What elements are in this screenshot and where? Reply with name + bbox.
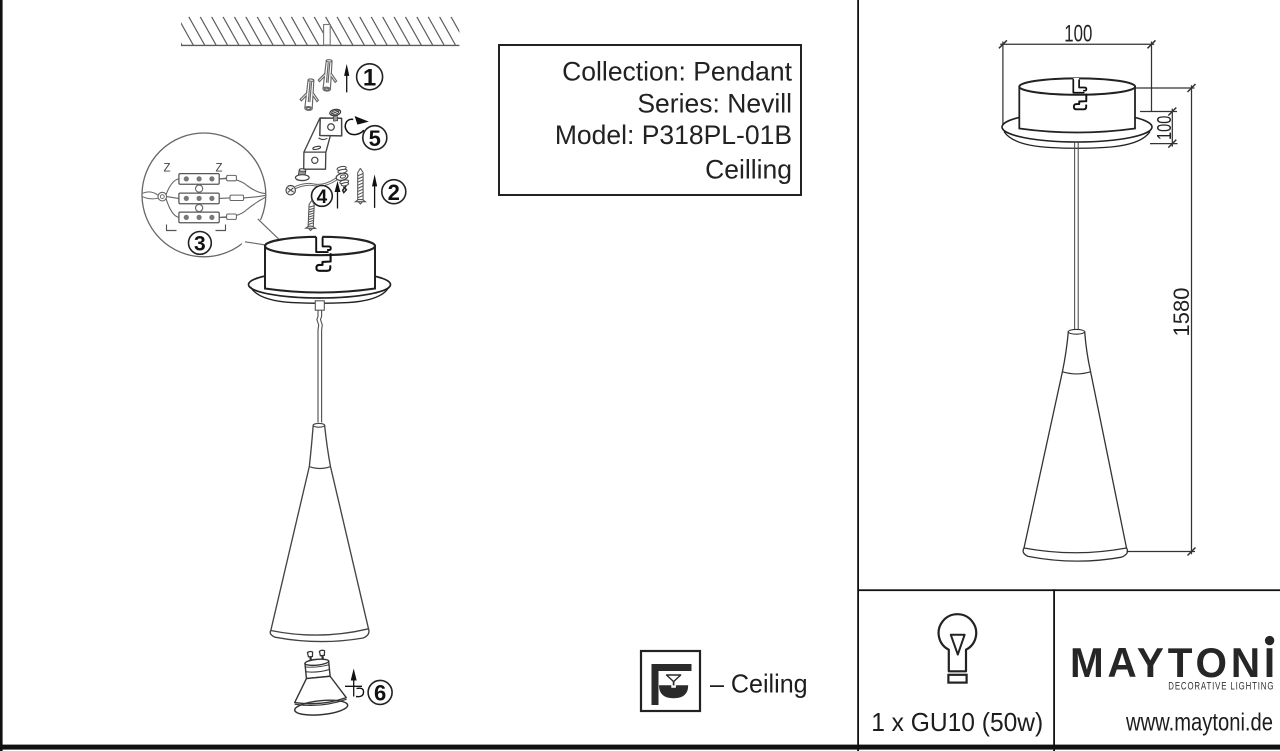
- svg-text:MAYTONI: MAYTONI: [1070, 639, 1279, 686]
- svg-text:1: 1: [363, 65, 376, 92]
- svg-text:Series: Nevill: Series: Nevill: [637, 88, 792, 118]
- svg-text:1 x GU10 (50w): 1 x GU10 (50w): [871, 707, 1043, 737]
- svg-text:100: 100: [1154, 116, 1176, 140]
- svg-text:Collection: Pendant: Collection: Pendant: [562, 57, 792, 87]
- svg-text:www.maytoni.de: www.maytoni.de: [1125, 708, 1273, 736]
- svg-text:Z: Z: [216, 163, 223, 175]
- svg-text:5: 5: [369, 126, 381, 151]
- svg-text:– Ceiling: – Ceiling: [710, 669, 808, 699]
- svg-text:Z: Z: [164, 163, 171, 175]
- svg-text:Model: P318PL-01B: Model: P318PL-01B: [555, 120, 792, 150]
- svg-text:1580: 1580: [1169, 288, 1194, 337]
- svg-text:3: 3: [194, 233, 206, 256]
- svg-text:2: 2: [388, 180, 400, 205]
- svg-text:6: 6: [374, 681, 386, 706]
- svg-text:Ceilling: Ceilling: [705, 154, 792, 184]
- svg-text:100: 100: [1064, 21, 1092, 48]
- svg-text:4: 4: [317, 187, 328, 208]
- svg-text:DECORATIVE LIGHTING: DECORATIVE LIGHTING: [1168, 680, 1274, 692]
